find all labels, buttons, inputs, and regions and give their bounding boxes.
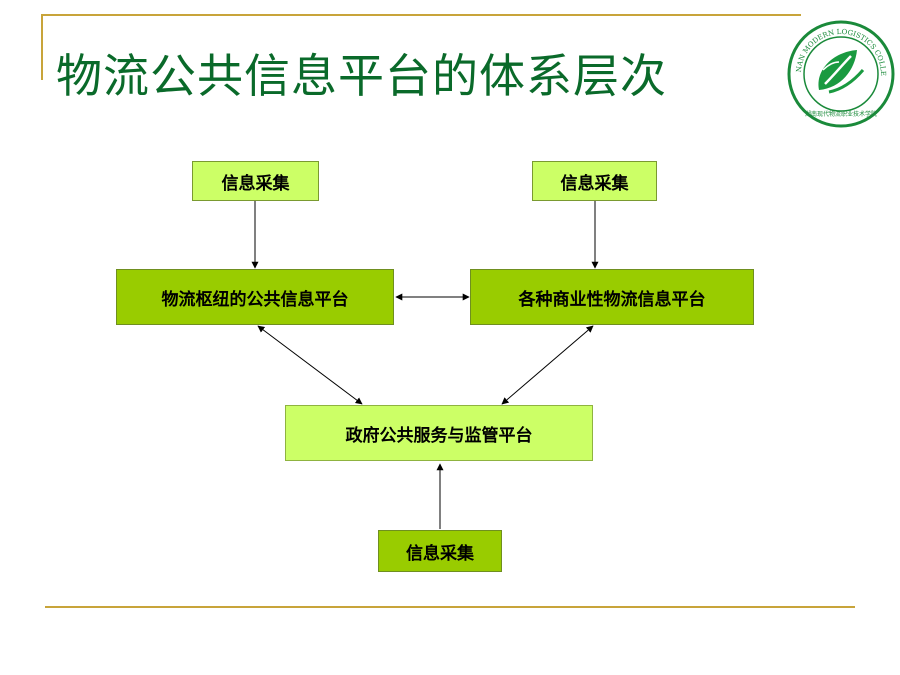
node-collect-right: 信息采集 — [532, 161, 657, 201]
node-commercial-platform: 各种商业性物流信息平台 — [470, 269, 754, 325]
left-rule — [41, 14, 43, 80]
college-logo: HU NAN MODERN LOGISTICS COLLEGE 湖南现代物流职业… — [785, 18, 895, 128]
node-collect-left: 信息采集 — [192, 161, 319, 201]
leaf-emblem-icon — [818, 50, 865, 94]
arrow-commercial-gov — [501, 325, 594, 405]
slide-title: 物流公共信息平台的体系层次 — [56, 49, 667, 103]
node-collect-bottom: 信息采集 — [378, 530, 502, 572]
bottom-rule — [45, 606, 855, 608]
logo-seal-text: 湖南现代物流职业技术学院 — [805, 110, 877, 118]
top-rule — [41, 14, 801, 16]
arrow-hub-gov — [257, 325, 363, 405]
node-gov-platform: 政府公共服务与监管平台 — [285, 405, 593, 461]
node-hub-platform: 物流枢纽的公共信息平台 — [116, 269, 394, 325]
